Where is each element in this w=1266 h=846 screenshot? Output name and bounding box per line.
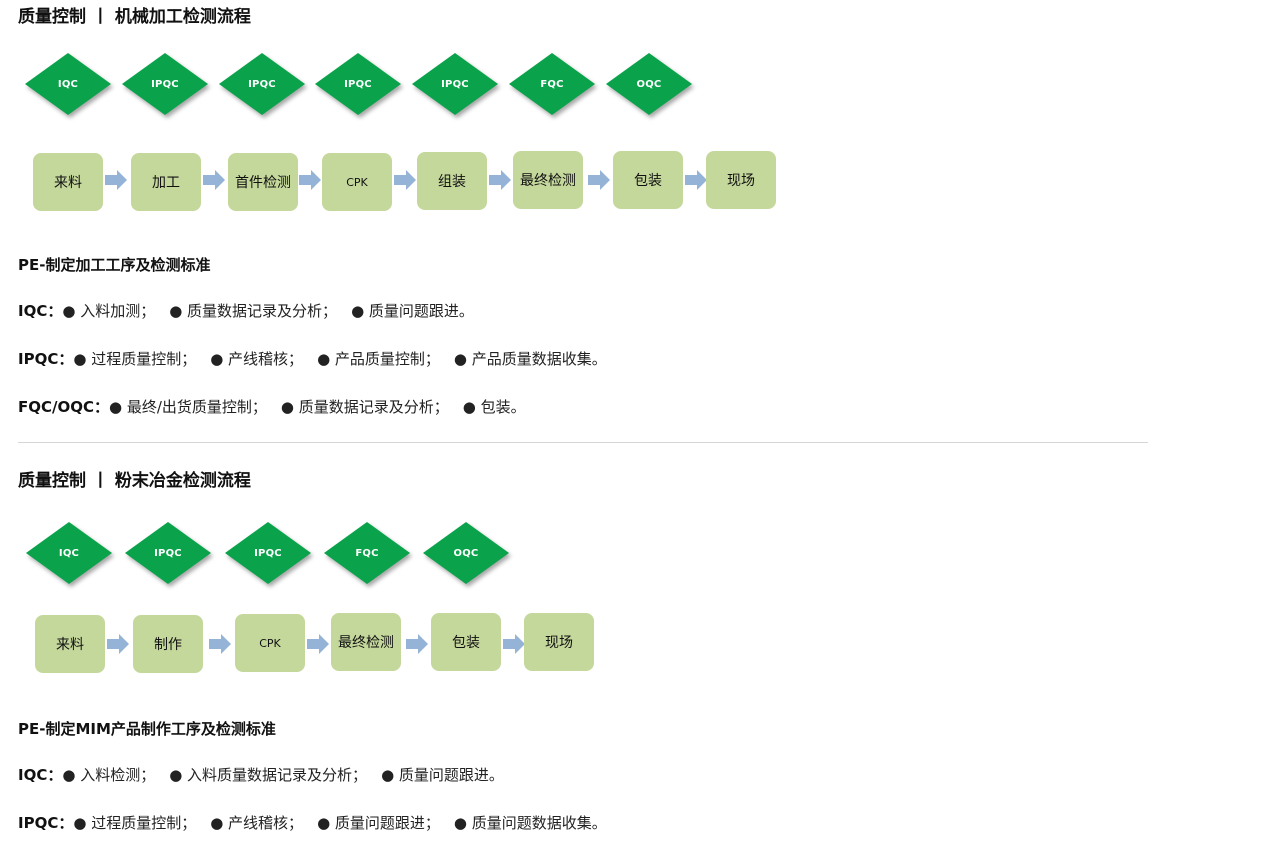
diamond-iqc: IQC bbox=[26, 522, 112, 584]
step-box: 组装 bbox=[417, 152, 487, 210]
diamond-label: FQC bbox=[355, 547, 379, 559]
row-label: IQC： bbox=[18, 766, 63, 784]
diamond-ipqc: IPQC bbox=[122, 53, 208, 115]
arrow-right-icon bbox=[105, 170, 127, 190]
diamond-label: IPQC bbox=[151, 78, 179, 90]
bullet-item: ● 入料加测； bbox=[62, 302, 156, 320]
bullet-item: ● 入料质量数据记录及分析； bbox=[169, 766, 368, 784]
arrow-right-icon bbox=[394, 170, 416, 190]
row-label: IPQC： bbox=[18, 350, 74, 368]
bullet-item: ● 质量数据记录及分析； bbox=[280, 398, 449, 416]
step-box: 现场 bbox=[524, 613, 594, 671]
step-box: 现场 bbox=[706, 151, 776, 209]
step-box: 来料 bbox=[35, 615, 105, 673]
diamond-label: IPQC bbox=[344, 78, 372, 90]
row-label: IPQC： bbox=[18, 814, 74, 832]
bullet-item: ● 质量问题跟进； bbox=[317, 814, 440, 832]
step-box: 最终检测 bbox=[331, 613, 401, 671]
step-box: 制作 bbox=[133, 615, 203, 673]
iqc-row: IQC：● 入料加测； ● 质量数据记录及分析； ● 质量问题跟进。 bbox=[18, 301, 488, 321]
arrow-right-icon bbox=[209, 634, 231, 654]
diamond-label: IQC bbox=[58, 547, 80, 559]
bullet-item: ● 包装。 bbox=[462, 398, 526, 416]
bullet-item: ● 产品质量数据收集。 bbox=[453, 350, 607, 368]
arrow-right-icon bbox=[588, 170, 610, 190]
bullet-item: ● 质量问题数据收集。 bbox=[453, 814, 607, 832]
diamond-label: IPQC bbox=[248, 78, 276, 90]
diamond-oqc: OQC bbox=[606, 53, 692, 115]
row-label: FQC/OQC： bbox=[18, 398, 109, 416]
section-title: 质量控制 丨 机械加工检测流程 bbox=[18, 7, 251, 27]
arrow-right-icon bbox=[685, 170, 707, 190]
bullet-item: ● 质量问题跟进。 bbox=[381, 766, 504, 784]
bullet-item: ● 最终/出货质量控制； bbox=[109, 398, 267, 416]
arrow-right-icon bbox=[299, 170, 321, 190]
bullet-item: ● 入料检测； bbox=[62, 766, 156, 784]
step-box: 最终检测 bbox=[513, 151, 583, 209]
step-box: 包装 bbox=[431, 613, 501, 671]
step-box: 包装 bbox=[613, 151, 683, 209]
bullet-item: ● 过程质量控制； bbox=[73, 814, 197, 832]
standard-subtitle: PE-制定加工工序及检测标准 bbox=[18, 256, 211, 274]
iqc-row: IQC：● 入料检测； ● 入料质量数据记录及分析； ● 质量问题跟进。 bbox=[18, 765, 518, 785]
bullet-item: ● 产线稽核； bbox=[210, 814, 304, 832]
arrow-right-icon bbox=[307, 634, 329, 654]
diamond-ipqc: IPQC bbox=[315, 53, 401, 115]
bullet-item: ● 质量问题跟进。 bbox=[351, 302, 474, 320]
ipqc-row: IPQC：● 过程质量控制； ● 产线稽核； ● 产品质量控制； ● 产品质量数据收集… bbox=[18, 349, 621, 369]
bullet-item: ● 质量数据记录及分析； bbox=[169, 302, 338, 320]
diamond-oqc: OQC bbox=[423, 522, 509, 584]
diamond-label: IPQC bbox=[441, 78, 469, 90]
fqc-oqc-row: FQC/OQC：● 最终/出货质量控制； ● 质量数据记录及分析； ● 包装。 bbox=[18, 397, 540, 417]
ipqc-row: IPQC：● 过程质量控制； ● 产线稽核； ● 质量问题跟进； ● 质量问题数据收集… bbox=[18, 813, 621, 833]
section-divider bbox=[18, 442, 1148, 443]
diamond-label: IPQC bbox=[254, 547, 282, 559]
arrow-right-icon bbox=[107, 634, 129, 654]
row-label: IQC： bbox=[18, 302, 63, 320]
diamond-ipqc: IPQC bbox=[412, 53, 498, 115]
diamond-fqc: FQC bbox=[324, 522, 410, 584]
diamond-ipqc: IPQC bbox=[125, 522, 211, 584]
bullet-item: ● 产品质量控制； bbox=[317, 350, 440, 368]
standard-subtitle: PE-制定MIM产品制作工序及检测标准 bbox=[18, 720, 276, 738]
arrow-right-icon bbox=[489, 170, 511, 190]
diamond-label: OQC bbox=[453, 547, 479, 559]
diamond-iqc: IQC bbox=[25, 53, 111, 115]
diamond-ipqc: IPQC bbox=[219, 53, 305, 115]
diamond-fqc: FQC bbox=[509, 53, 595, 115]
arrow-right-icon bbox=[406, 634, 428, 654]
section-title: 质量控制 丨 粉末冶金检测流程 bbox=[18, 471, 251, 491]
diamond-label: FQC bbox=[540, 78, 564, 90]
diamond-label: IPQC bbox=[154, 547, 182, 559]
step-box: CPK bbox=[322, 153, 392, 211]
arrow-right-icon bbox=[503, 634, 525, 654]
diamond-ipqc: IPQC bbox=[225, 522, 311, 584]
step-box: CPK bbox=[235, 614, 305, 672]
bullet-item: ● 产线稽核； bbox=[210, 350, 304, 368]
arrow-right-icon bbox=[203, 170, 225, 190]
step-box: 加工 bbox=[131, 153, 201, 211]
step-box: 来料 bbox=[33, 153, 103, 211]
bullet-item: ● 过程质量控制； bbox=[73, 350, 197, 368]
diamond-label: OQC bbox=[636, 78, 662, 90]
diamond-label: IQC bbox=[57, 78, 79, 90]
step-box: 首件检测 bbox=[228, 153, 298, 211]
